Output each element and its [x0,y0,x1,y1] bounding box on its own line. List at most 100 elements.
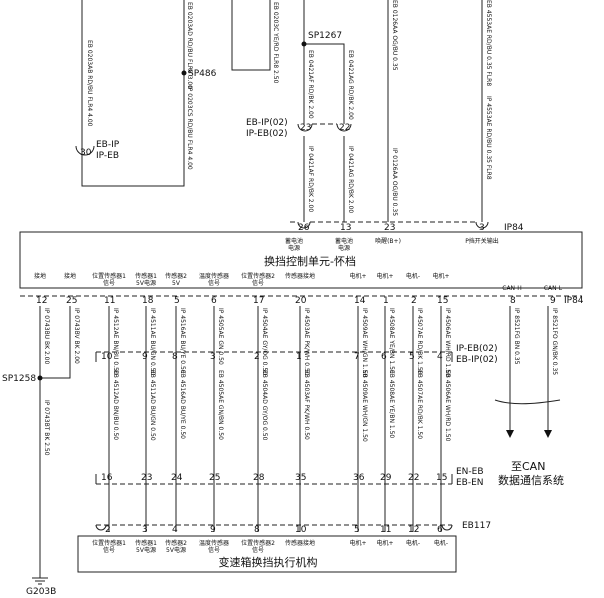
ecu-pin: 14 [354,296,366,306]
actuator-pin-label: 5V电源 [136,546,156,554]
ecu-pin-label: 位置传感器2 [241,272,275,280]
connector-pin: 22 [339,123,350,133]
connector-30-arc [75,145,95,156]
inline-pin: 35 [295,473,306,483]
inline1-pins: 10 9 8 3 2 1 7 6 5 4 [101,352,443,362]
signal-wires [108,306,442,532]
eb117-label: EB117 [462,521,491,531]
ecu-pin-label: 传感器2 [165,272,187,280]
inline-pin: 7 [354,352,360,362]
wire-code: IP 0126AA OG/BU 0.35 [391,148,398,216]
wire-left-loop [81,0,185,187]
splice-sp1258-label: SP1258 [2,374,36,384]
ecu-top-pin: 26 [298,223,310,233]
actuator-pin-label: 位置传感器2 [241,539,275,547]
inline-pin: 15 [436,473,447,483]
wire-to-ecu [303,136,345,222]
wire-code: EB 4505AE GN/BN 0.50 [217,370,224,440]
inline-pin: 1 [296,352,302,362]
can-note-line1: 至CAN [511,460,545,473]
wire-sp1267 [303,0,345,124]
ecu-pin-label: 信号 [208,279,220,287]
wire-code: EB 4512AD BN/BU 0.50 [112,370,119,440]
can-l-arrow-icon [544,430,552,438]
inline-pin: 3 [210,352,216,362]
actuator-pin-label: 电机+ [376,539,393,547]
wire-code: IP 0743BU BK 2.00 [43,308,50,364]
ecu-pin-label: 5V电源 [136,279,156,287]
ecu-bottom-labels: 接地 接地 位置传感器1 信号 传感器1 5V电源 传感器2 5V 温度传感器 … [34,272,563,292]
ecu-pin: 25 [66,296,77,306]
inline-pin: 28 [253,473,265,483]
ecu-pin-label: CAN-L [544,285,563,292]
inline-pin: 36 [353,473,365,483]
ecu-top-pin-label: P挡开关输出 [465,237,499,245]
actuator-pin-label: 信号 [252,546,264,554]
ecu-pin: 20 [295,296,307,306]
splice-sp486-dot [181,70,187,76]
ecu-pin-label: CAN-H [502,285,521,292]
inline2-pins: 16 23 24 25 28 35 36 29 22 15 [101,473,447,483]
wire-code: IP 4516AE BU/YE 0.50 [179,308,186,374]
ecu-connector-label-top: IP84 [504,223,524,233]
ecu-bottom-pins: 12 25 11 18 5 6 17 20 14 1 2 15 8 9 IP84 [36,296,584,306]
connector-23-arc [297,123,313,132]
ecu-top-pin-label: 电源 [288,244,300,252]
eb117-pins: 2 3 4 9 8 10 5 11 12 6 [105,525,443,535]
inline-pin: 5 [409,352,415,362]
wire-code: IP 4506AE WH/RD 1.50 [444,308,451,377]
wire-code: EB 0421AF RD/BK 2.00 [307,50,314,119]
wire-code: EB 0203C YE/RD FLR8 2.50 [272,2,279,84]
connector-30-label-a: EB-IP [96,140,120,150]
inline-pin: 2 [254,352,260,362]
wire-code: IP 4504AE GY/OG 0.50 [261,308,268,375]
ecu-pin: 5 [174,296,180,306]
connector-pin: 23 [300,123,311,133]
wire-code: IP 8521FO GN/BK 0.35 [551,308,558,375]
ecu-pin-label: 电机- [406,272,420,280]
inline-pin: 8 [172,352,178,362]
ecu-top-pin-label: 唤醒(B+) [375,237,401,245]
ground-label: G203B [26,587,56,597]
wire-code: EB 4504AD GY/OG 0.50 [261,370,268,441]
inline2-label-b: EB-EN [456,478,484,488]
splice-sp1258-dot [37,375,43,381]
wire-code: IP 4512AE BN/BU 0.50 [112,308,119,375]
ecu-pin: 11 [104,296,115,306]
inline-pin: 6 [381,352,387,362]
ecu-pin: 15 [437,296,448,306]
actuator-pin: 12 [408,525,419,535]
ecu-pin: 9 [550,296,556,306]
actuator-pin-label: 5V电源 [166,546,186,554]
ecu-pin: 6 [211,296,217,306]
wire-mid-loop [231,0,271,71]
inline-pin: 24 [171,473,183,483]
ecu-pin-label: 电机+ [376,272,393,280]
splice-sp1267-label: SP1267 [308,31,342,41]
wire-code: EB 0203AD RD/BU FLR8 3.00 [186,2,193,89]
wire-code: IP 4553AE RD/BU 0.35 FLR8 [485,96,492,180]
wire-code: EB 4506AE WH/RD 1.50 [444,370,451,442]
ecu-top-pin: 13 [340,223,351,233]
wire-code: IP 4503AE PK/WH 0.50 [303,308,310,376]
inline1-label-a: IP-EB(02) [456,344,497,354]
connector-30-label-b: IP-EB [96,151,119,161]
connector-22-arc [336,123,352,132]
ecu-pin-label: 位置传感器1 [92,272,126,280]
ecu-pin-label: 温度传感器 [199,272,229,280]
ecu-pin-label: 接地 [64,272,76,280]
wire-code: EB 4516AD BU/YE 0.50 [179,370,186,439]
inline2-ends [95,474,453,484]
inline1-label-b: EB-IP(02) [456,355,498,365]
actuator-pin: 2 [105,525,111,535]
can-h-arrow-icon [506,430,514,438]
ecu-top-pin: 23 [384,223,395,233]
actuator-pin-label: 信号 [208,546,220,554]
ground-icon [32,577,48,585]
ecu-top-pin-label: 蓄电池 [335,237,353,245]
actuator-pin-label: 传感器1 [135,539,157,547]
wire-code: IP 4507AE RD/BK 1.50 [416,308,423,375]
eb117-arcs [95,524,453,531]
actuator-pin-label: 位置传感器1 [92,539,126,547]
